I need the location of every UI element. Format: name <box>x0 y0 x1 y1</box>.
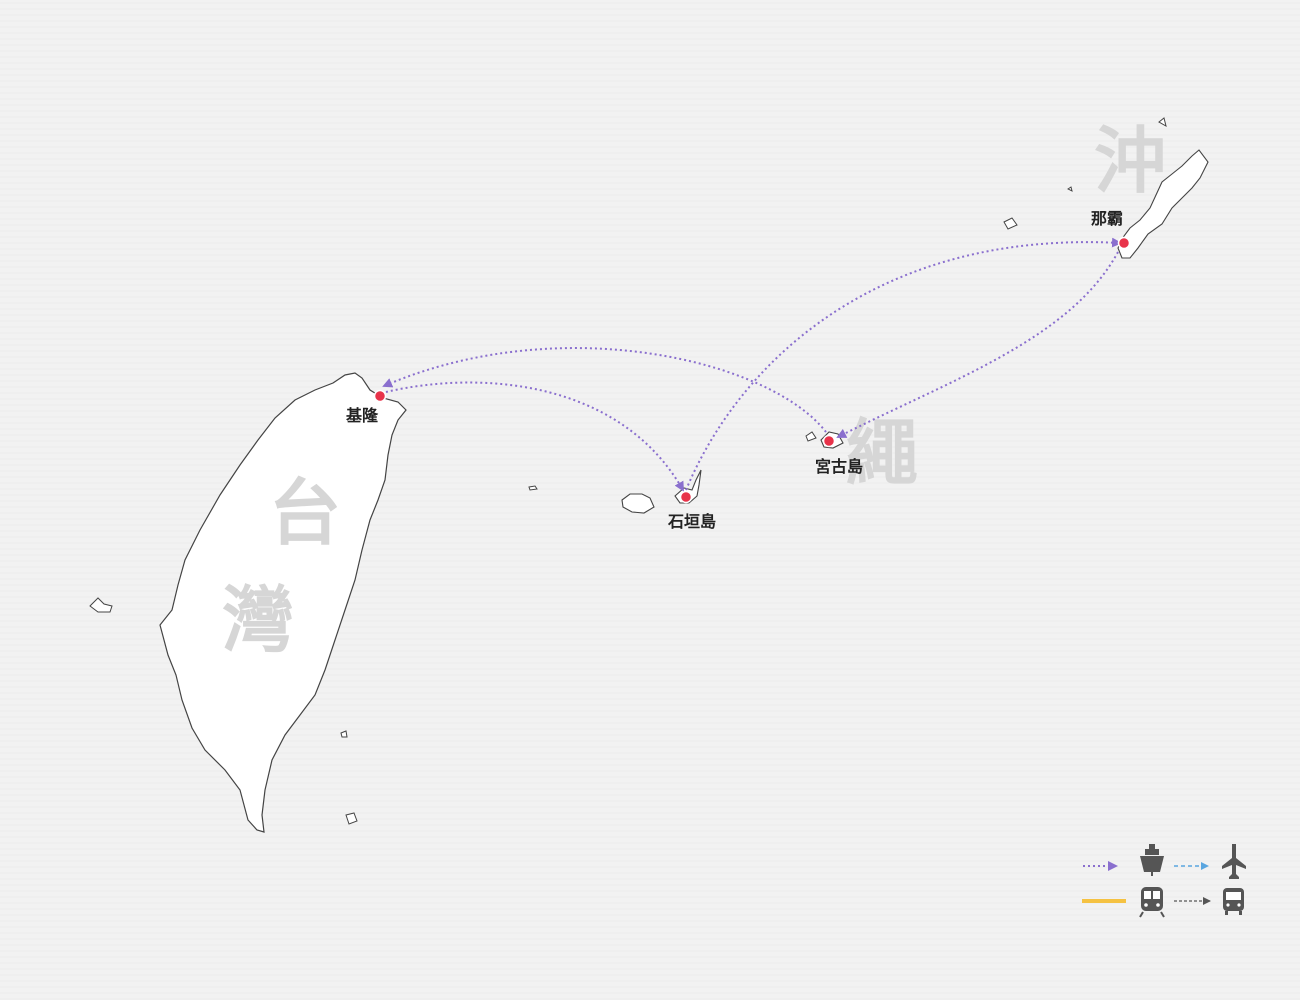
region-label-taiwan-1: 台 <box>269 471 341 555</box>
region-label-taiwan-2: 灣 <box>222 578 294 662</box>
train-icon <box>1139 887 1165 918</box>
city-label-naha: 那霸 <box>1091 209 1123 228</box>
routes <box>382 237 1122 492</box>
route-miyako-keelung <box>382 347 827 433</box>
legend-ship <box>1083 844 1164 876</box>
region-label-okinawa-1: 沖 <box>1094 119 1166 203</box>
bus-icon <box>1223 888 1244 915</box>
airplane-icon <box>1222 844 1246 879</box>
city-dot <box>373 389 387 403</box>
route-naha-miyako <box>836 251 1119 438</box>
route-keelung-ishigaki <box>385 381 684 492</box>
city-label-ishigaki: 石垣島 <box>667 512 716 531</box>
legend-train <box>1082 887 1165 918</box>
okinawa-island <box>1117 149 1209 259</box>
taiwan-islet <box>340 730 348 738</box>
taiwan-islet <box>345 812 358 825</box>
city-dot <box>822 434 836 448</box>
city-label-miyako: 宮古島 <box>815 457 863 476</box>
islet <box>805 431 817 442</box>
legend-flight <box>1174 844 1246 879</box>
city-keelung[interactable]: 基隆 <box>345 389 387 426</box>
region-label-okinawa-2: 繩 <box>846 411 918 495</box>
islet <box>1158 117 1167 128</box>
city-ishigaki[interactable]: 石垣島 <box>667 490 716 532</box>
ship-icon <box>1140 844 1164 876</box>
islet <box>1003 217 1018 230</box>
legend-bus <box>1174 888 1244 915</box>
islet <box>1067 186 1073 192</box>
city-label-keelung: 基隆 <box>345 406 379 425</box>
city-naha[interactable]: 那霸 <box>1091 209 1131 250</box>
city-dot <box>679 490 693 504</box>
city-miyako[interactable]: 宮古島 <box>815 434 863 477</box>
iriomote-island <box>621 493 655 514</box>
route-ishigaki-naha <box>685 237 1122 491</box>
city-dot <box>1117 236 1131 250</box>
taiwan-island <box>159 372 407 833</box>
legend <box>1082 844 1246 918</box>
taiwan-islet <box>89 597 113 613</box>
islet <box>528 485 538 491</box>
